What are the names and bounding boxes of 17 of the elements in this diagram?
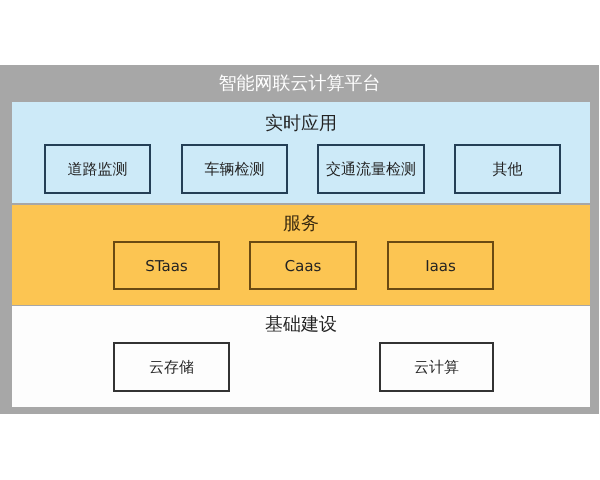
module-box: Caas [249,241,357,290]
module-box: 云计算 [379,342,494,392]
module-box: 车辆检测 [181,144,288,194]
layer-band [12,205,590,305]
layer-band [12,306,590,407]
module-box: 道路监测 [44,144,151,194]
layer-heading: 服务 [283,213,319,235]
platform-panel [0,65,599,414]
module-box: 交通流量检测 [317,144,425,194]
module-box: STaas [113,241,220,290]
module-box: 其他 [454,144,561,194]
layer-heading: 基础建设 [265,314,337,336]
platform-title: 智能网联云计算平台 [218,73,380,95]
module-box: 云存储 [113,342,230,392]
layer-band [12,102,590,203]
module-box: Iaas [387,241,494,290]
layer-heading: 实时应用 [265,113,337,135]
